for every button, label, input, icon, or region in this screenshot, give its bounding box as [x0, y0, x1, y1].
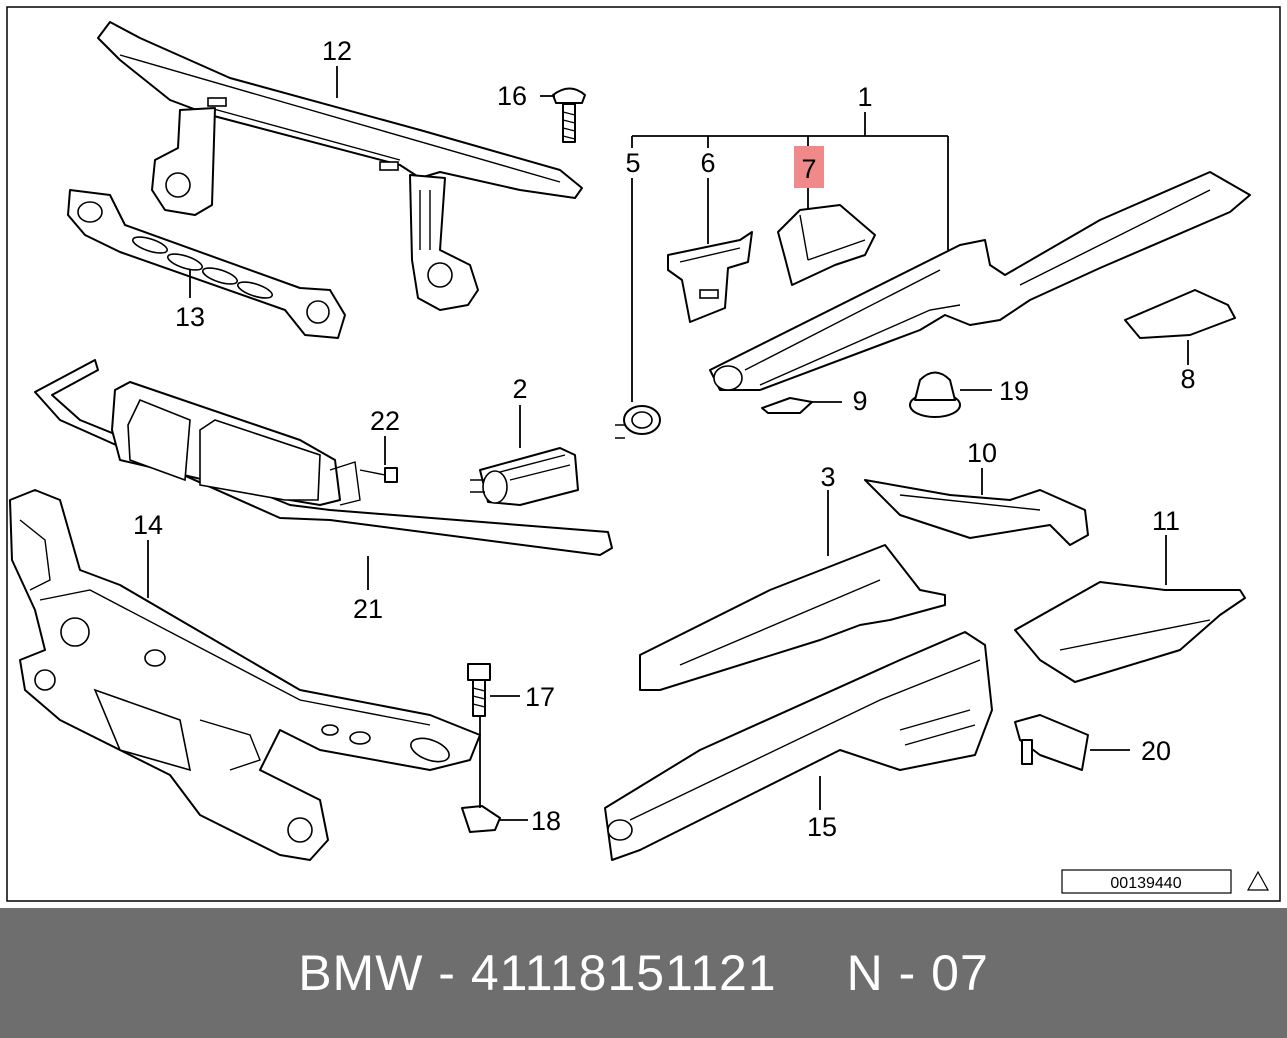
- part-5-ring[interactable]: [615, 405, 661, 439]
- callout-13[interactable]: 13: [175, 302, 205, 332]
- part-12-upper-crossmember[interactable]: [97, 21, 583, 311]
- leader-lines: [147, 66, 1189, 821]
- part-16-screw[interactable]: [552, 87, 586, 143]
- callout-19[interactable]: 19: [999, 376, 1029, 406]
- callout-2[interactable]: 2: [512, 374, 527, 404]
- footer-separator-text: -: [438, 945, 456, 1001]
- part-1-longitudinal-member[interactable]: [709, 171, 1251, 391]
- callout-3[interactable]: 3: [820, 462, 835, 492]
- callout-15[interactable]: 15: [807, 812, 837, 842]
- callout-10[interactable]: 10: [967, 438, 997, 468]
- part-number-footer: BMW - 41118151121 N - 07: [0, 908, 1287, 1038]
- part-13-support-bracket[interactable]: [67, 189, 346, 339]
- diagram-number: 00139440: [1110, 875, 1181, 892]
- exploded-parts-diagram: 1 2 3 5 6 7 8 9 10 11 12 13 14 15 16 17 …: [6, 6, 1281, 902]
- footer-separator: -: [423, 944, 470, 1002]
- part-22-bolt[interactable]: [359, 467, 398, 483]
- callout-11[interactable]: 11: [1152, 506, 1180, 536]
- part-6-bracket-plate[interactable]: [667, 231, 753, 323]
- footer-part-number: 41118151121: [470, 945, 777, 1001]
- part-8-cover-plate[interactable]: [1124, 289, 1236, 339]
- part-20-stud-bracket[interactable]: [1014, 714, 1089, 771]
- callout-22[interactable]: 22: [370, 406, 400, 436]
- callout-18[interactable]: 18: [531, 806, 561, 836]
- callout-5[interactable]: 5: [625, 148, 640, 178]
- diagram-frame: [6, 6, 1281, 902]
- callout-14[interactable]: 14: [133, 510, 163, 540]
- part-9-washer[interactable]: [761, 397, 813, 414]
- callout-9[interactable]: 9: [852, 386, 867, 416]
- callout-8[interactable]: 8: [1180, 364, 1195, 394]
- part-2-connector[interactable]: [470, 447, 579, 506]
- part-7-box-bracket[interactable]: [777, 204, 876, 286]
- part-11-side-panel[interactable]: [1014, 581, 1246, 683]
- callout-21[interactable]: 21: [353, 594, 383, 624]
- part-18-clip-nut[interactable]: [461, 805, 501, 833]
- callout-12[interactable]: 12: [322, 36, 352, 66]
- callout-17[interactable]: 17: [525, 682, 555, 712]
- footer-group: N - 07: [846, 945, 989, 1001]
- part-19-rubber-mount[interactable]: [909, 371, 961, 418]
- part-21-front-trim[interactable]: [34, 359, 613, 556]
- callout-1[interactable]: 1: [857, 82, 872, 112]
- part-10-wheel-arch-panel[interactable]: [864, 479, 1089, 546]
- part-3-inner-wheel-housing[interactable]: [639, 544, 946, 691]
- callout-6[interactable]: 6: [700, 148, 715, 178]
- warning-triangle-icon: [1246, 870, 1270, 891]
- callout-16[interactable]: 16: [497, 81, 527, 111]
- callout-7-highlight: [794, 146, 824, 188]
- callout-20[interactable]: 20: [1141, 736, 1171, 766]
- footer-brand: BMW: [298, 945, 424, 1001]
- parts-diagram-panel: 1 2 3 5 6 7 8 9 10 11 12 13 14 15 16 17 …: [6, 6, 1281, 902]
- diagram-number-box: [1061, 869, 1232, 894]
- callout-labels: 1 2 3 5 6 7 8 9 10 11 12 13 14 15 16 17 …: [133, 36, 1196, 842]
- part-17-bolt[interactable]: [467, 663, 491, 717]
- callout-7[interactable]: 7: [801, 154, 816, 184]
- part-14-front-carrier[interactable]: [9, 489, 481, 861]
- part-15-front-side-member[interactable]: [604, 631, 993, 861]
